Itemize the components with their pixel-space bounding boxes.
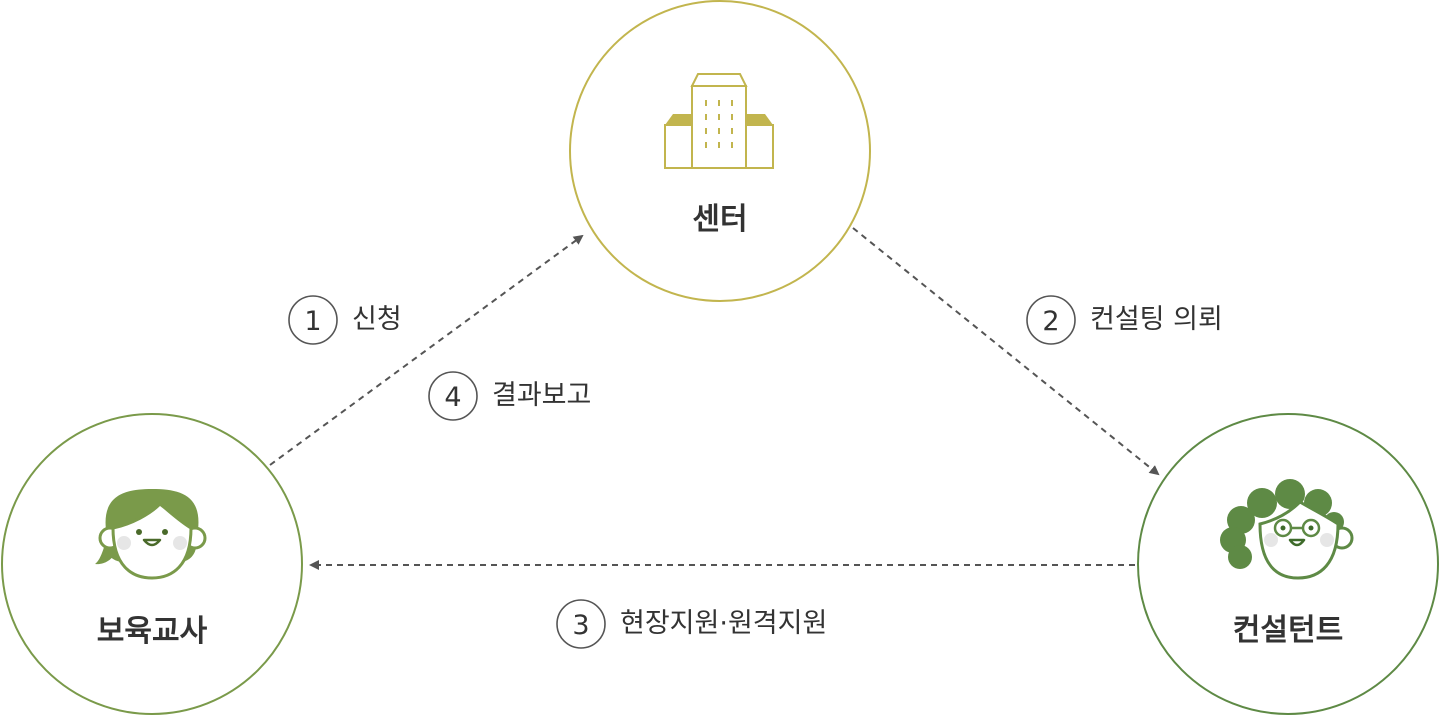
step-1-number-circle bbox=[288, 295, 338, 345]
step-3-number-circle bbox=[556, 599, 606, 649]
step-4-label: 결과보고 bbox=[492, 380, 591, 411]
center-node: 센터 bbox=[569, 0, 871, 302]
step-4-number: 4 bbox=[444, 382, 461, 413]
building-icon bbox=[664, 73, 774, 169]
step-2-label: 컨설팅 의뢰 bbox=[1090, 304, 1223, 335]
step-1-number: 1 bbox=[304, 306, 321, 337]
arrow-teacher-to-center bbox=[269, 234, 584, 466]
step-2-number: 2 bbox=[1042, 306, 1059, 337]
step-2-number-circle bbox=[1026, 295, 1076, 345]
teacher-label: 보육교사 bbox=[97, 614, 208, 649]
teacher-node: 보육교사 bbox=[1, 413, 303, 715]
consultant-face-icon bbox=[1220, 479, 1354, 580]
step-2: 2 컨설팅 의뢰 bbox=[1026, 295, 1223, 345]
step-3-label: 현장지원·원격지원 bbox=[620, 608, 827, 639]
center-label: 센터 bbox=[692, 202, 747, 237]
consultant-node: 컨설턴트 bbox=[1137, 413, 1439, 715]
arrow-center-to-consultant bbox=[852, 227, 1160, 476]
step-1: 1 신청 bbox=[288, 295, 402, 345]
step-1-label: 신청 bbox=[352, 304, 402, 335]
step-4-number-circle bbox=[428, 371, 478, 421]
consultant-label: 컨설턴트 bbox=[1233, 613, 1343, 648]
step-3-number: 3 bbox=[572, 610, 589, 641]
step-3: 3 현장지원·원격지원 bbox=[556, 599, 827, 649]
step-4: 4 결과보고 bbox=[428, 371, 591, 421]
teacher-face-icon bbox=[95, 489, 207, 580]
